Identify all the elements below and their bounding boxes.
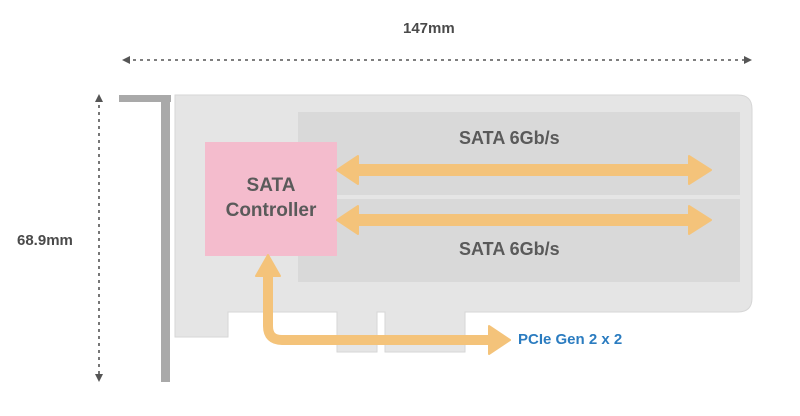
sata-port-panel-top (298, 112, 740, 195)
controller-label-line1: SATA (246, 175, 296, 196)
controller-label: SATA Controller (205, 173, 337, 223)
sata-port-label-bottom: SATA 6Gb/s (459, 239, 560, 259)
sata-link-arrow-bottom (336, 205, 712, 235)
sata-link-arrow-top (336, 155, 712, 185)
pcie-interface-label: PCIe Gen 2 x 2 (518, 331, 623, 348)
height-label: 68.9mm (17, 232, 73, 249)
width-label: 147mm (403, 20, 455, 37)
pcie-link-arrow (255, 254, 511, 355)
sata-controller-chip (205, 142, 337, 256)
mounting-bracket-plate (161, 95, 170, 382)
mounting-bracket (119, 95, 171, 102)
sata-port-panel-bottom (298, 199, 740, 282)
sata-port-label-top: SATA 6Gb/s (459, 128, 560, 148)
controller-label-line2: Controller (225, 200, 317, 221)
